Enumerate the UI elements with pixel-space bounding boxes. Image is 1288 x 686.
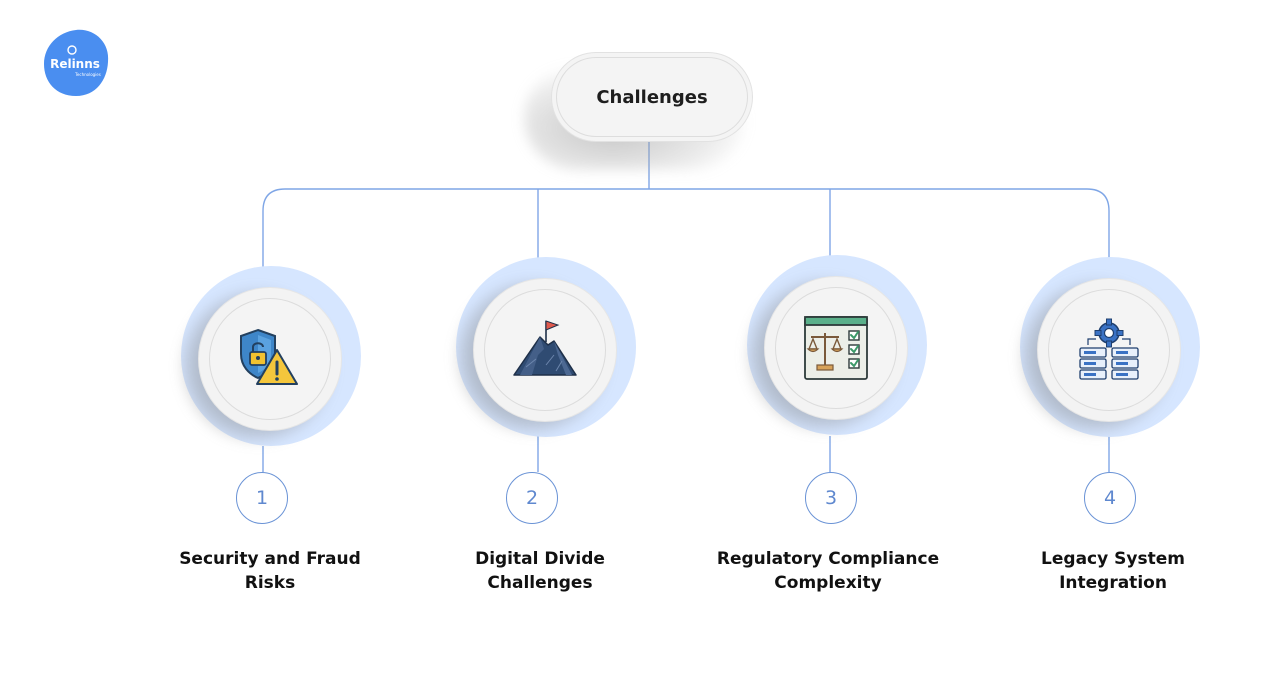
node-label-3: Regulatory Compliance Complexity	[708, 547, 948, 595]
node-security-fraud[interactable]	[177, 266, 361, 446]
server-gear-icon	[1079, 318, 1139, 380]
label-line: Integration	[1059, 573, 1167, 593]
mountain-flag-icon	[513, 320, 577, 376]
step-badge-4: 4	[1084, 472, 1136, 524]
compliance-scales-icon	[804, 316, 868, 380]
label-line: Security and Fraud	[179, 549, 361, 569]
lightbulb-icon	[67, 45, 77, 55]
step-badge-1: 1	[236, 472, 288, 524]
node-label-2: Digital Divide Challenges	[420, 547, 660, 595]
label-line: Legacy System	[1041, 549, 1185, 569]
relinns-logo[interactable]: Relinns Technologies	[42, 28, 110, 98]
node-digital-divide[interactable]	[452, 257, 636, 437]
step-badge-3: 3	[805, 472, 857, 524]
node-disc	[474, 279, 616, 421]
step-badge-2: 2	[506, 472, 558, 524]
label-line: Challenges	[487, 573, 593, 593]
node-disc	[1038, 279, 1180, 421]
node-disc	[765, 277, 907, 419]
node-label-4: Legacy System Integration	[993, 547, 1233, 595]
node-disc	[199, 288, 341, 430]
label-line: Regulatory Compliance	[716, 549, 940, 569]
logo-brand-text: Relinns	[50, 57, 100, 71]
root-label: Challenges	[596, 86, 708, 108]
label-line: Risks	[244, 573, 296, 593]
node-label-1: Security and Fraud Risks	[150, 547, 390, 595]
label-line: Complexity	[774, 573, 882, 593]
logo-tagline-text: Technologies	[74, 72, 101, 77]
node-regulatory-compliance[interactable]	[743, 255, 927, 435]
security-fraud-icon	[240, 328, 298, 385]
branch-bus-line	[262, 188, 1110, 268]
node-legacy-system[interactable]	[1016, 257, 1200, 437]
root-node[interactable]: Challenges	[552, 53, 752, 141]
label-line: Digital Divide	[475, 549, 605, 569]
